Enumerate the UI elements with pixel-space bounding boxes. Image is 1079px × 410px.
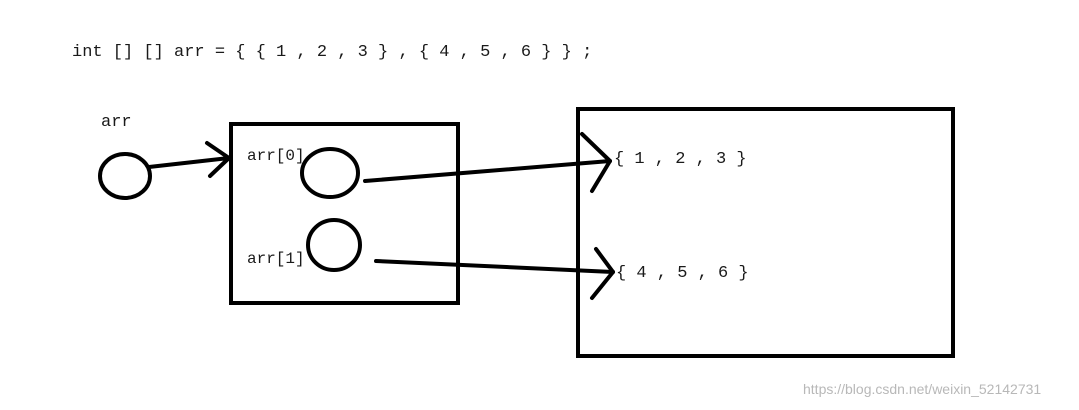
array-declaration: int [] [] arr = { { 1 , 2 , 3 } , { 4 , … [72, 43, 593, 62]
arrow-arr1-to-row1 [374, 247, 615, 300]
row0-values: { 1 , 2 , 3 } [614, 150, 747, 169]
reference-array-box [229, 122, 460, 305]
heap-array-box [576, 107, 955, 358]
arr-variable-circle [98, 152, 152, 200]
arr1-label: arr[1] [247, 250, 305, 268]
arr1-reference-circle [306, 218, 362, 272]
arrow-arr0-to-row0 [363, 132, 612, 193]
arr-variable-label: arr [101, 113, 132, 132]
row1-values: { 4 , 5 , 6 } [616, 264, 749, 283]
watermark: https://blog.csdn.net/weixin_52142731 [803, 381, 1042, 397]
arr0-reference-circle [300, 147, 360, 199]
arr0-label: arr[0] [247, 147, 305, 165]
arrow-arr-to-reference-box [147, 141, 231, 178]
